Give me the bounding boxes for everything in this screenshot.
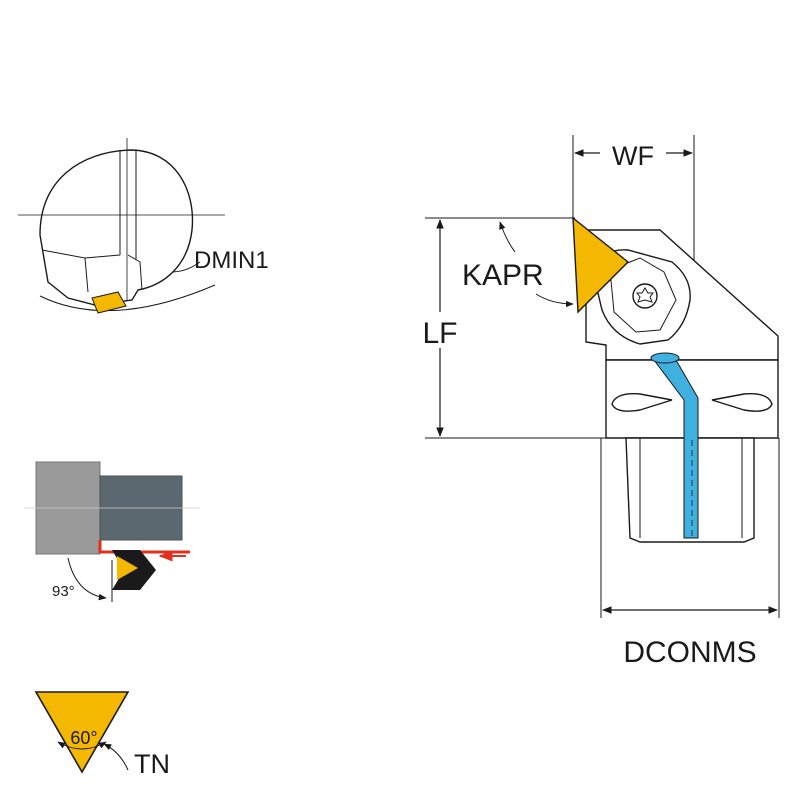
- dmin1-label: DMIN1: [194, 247, 269, 274]
- torx-screw-star: [636, 287, 654, 303]
- angle-93-arc: [67, 557, 107, 601]
- tool-head-detail: [41, 150, 143, 293]
- dconms-label: DCONMS: [623, 636, 756, 669]
- clamp-left: [611, 393, 673, 412]
- clamp-right: [711, 393, 773, 412]
- triangular-insert-icon: [572, 216, 630, 314]
- tool-head-outline: [39, 149, 194, 306]
- tn-label: TN: [134, 749, 170, 779]
- tn-arrow-icon: [103, 743, 129, 771]
- kapr-label: KAPR: [462, 259, 544, 292]
- side-insert-yellow: [117, 556, 138, 580]
- side-view: 93°: [24, 461, 200, 602]
- kapr-angle-arc-top: [499, 221, 516, 253]
- holder-view: WF LF DCONMS KAPR: [414, 135, 780, 669]
- insert-shape-triangle: [34, 691, 130, 774]
- bore-arc: [39, 284, 216, 312]
- angle-60-arc: [57, 741, 107, 750]
- angle-60-label: 60°: [70, 728, 97, 748]
- coolant-outlet: [650, 352, 680, 364]
- insert-small: [91, 291, 127, 314]
- boring-view: DMIN1: [18, 138, 269, 314]
- wf-label: WF: [612, 141, 654, 171]
- seat-detail: [609, 257, 677, 333]
- insert-shape-view: 60° TN: [34, 691, 170, 779]
- lf-label: LF: [422, 317, 457, 350]
- kapr-angle-arc-bottom: [535, 293, 574, 308]
- angle-93-label: 93°: [52, 583, 75, 600]
